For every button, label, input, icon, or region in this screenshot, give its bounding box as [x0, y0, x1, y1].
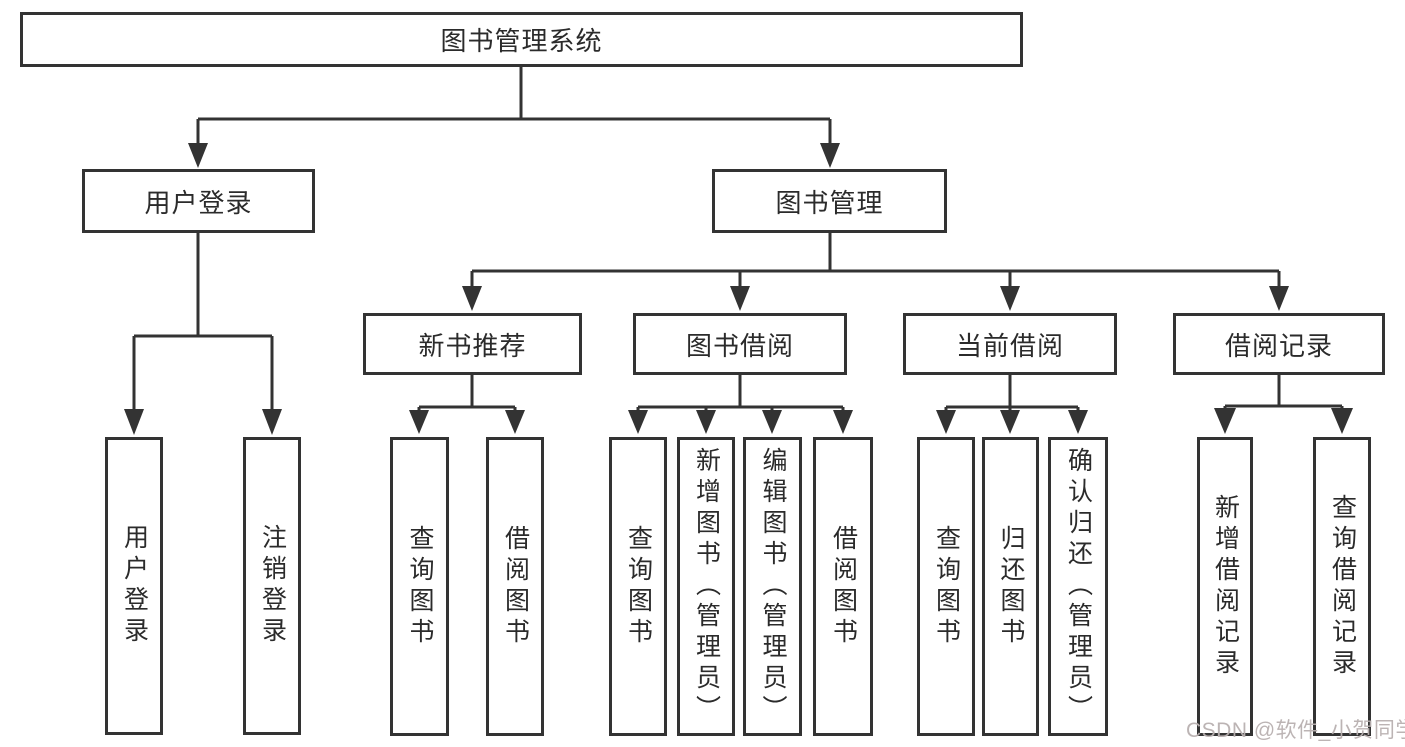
leaf-user-login: 用户登录: [105, 437, 163, 735]
connector-root-to-level2: [188, 67, 840, 168]
leaf-borrow-add-book-admin: 新增图书（管理员）: [677, 437, 735, 736]
leaf-borrow-edit-book-admin: 编辑图书（管理员）: [743, 437, 802, 736]
leaf-borrow-query-books-label: 查询图书: [624, 524, 653, 649]
leaf-borrow-edit-book-admin-label: 编辑图书（管理员）: [759, 447, 787, 726]
node-user-login: 用户登录: [82, 169, 315, 233]
leaf-logout-login-label: 注销登录: [258, 524, 287, 648]
connector-book-borrow-to-children: [628, 374, 853, 434]
connector-book-management-to-level3: [462, 233, 1289, 311]
leaf-newbook-borrow-books: 借阅图书: [486, 437, 544, 736]
node-book-borrow-label: 图书借阅: [685, 330, 794, 361]
node-book-management-label: 图书管理: [775, 187, 884, 218]
leaf-newbook-query-books: 查询图书: [390, 437, 449, 736]
node-borrow-record: 借阅记录: [1173, 313, 1385, 375]
leaf-borrow-borrow-books-label: 借阅图书: [829, 524, 858, 649]
leaf-current-query-books-label: 查询图书: [932, 524, 961, 649]
node-book-borrow: 图书借阅: [633, 313, 847, 375]
leaf-user-login-label: 用户登录: [120, 524, 149, 648]
leaf-current-confirm-return-admin: 确认归还（管理员）: [1048, 437, 1108, 736]
csdn-watermark: CSDN @软件_小贺同学: [1186, 719, 1405, 742]
leaf-newbook-query-books-label: 查询图书: [406, 524, 434, 649]
leaf-borrow-query-books: 查询图书: [609, 437, 667, 736]
connector-new-book-to-children: [409, 374, 525, 434]
node-borrow-record-label: 借阅记录: [1224, 330, 1333, 361]
connector-current-borrow-to-children: [936, 374, 1088, 434]
leaf-record-query-borrow-record: 查询借阅记录: [1313, 437, 1371, 736]
node-current-borrow-label: 当前借阅: [955, 330, 1064, 361]
connector-borrow-record-to-children: [1214, 374, 1353, 434]
node-book-management: 图书管理: [712, 169, 947, 233]
leaf-record-query-borrow-record-label: 查询借阅记录: [1328, 493, 1357, 680]
node-user-login-label: 用户登录: [144, 187, 253, 218]
node-current-borrow: 当前借阅: [903, 313, 1117, 375]
leaf-current-query-books: 查询图书: [917, 437, 975, 736]
leaf-current-confirm-return-admin-label: 确认归还（管理员）: [1064, 447, 1093, 726]
leaf-borrow-add-book-admin-label: 新增图书（管理员）: [692, 447, 721, 726]
node-root: 图书管理系统: [20, 12, 1023, 67]
leaf-record-add-borrow-record-label: 新增借阅记录: [1211, 493, 1240, 680]
leaf-borrow-borrow-books: 借阅图书: [813, 437, 873, 736]
leaf-newbook-borrow-books-label: 借阅图书: [501, 524, 530, 649]
node-root-label: 图书管理系统: [440, 26, 603, 56]
leaf-record-add-borrow-record: 新增借阅记录: [1197, 437, 1253, 736]
node-new-book-recommend: 新书推荐: [363, 313, 582, 375]
node-new-book-recommend-label: 新书推荐: [418, 330, 527, 361]
leaf-current-return-book-label: 归还图书: [997, 524, 1025, 649]
leaf-logout-login: 注销登录: [243, 437, 301, 735]
connector-user-login-to-children: [124, 233, 282, 435]
leaf-current-return-book: 归还图书: [982, 437, 1039, 736]
